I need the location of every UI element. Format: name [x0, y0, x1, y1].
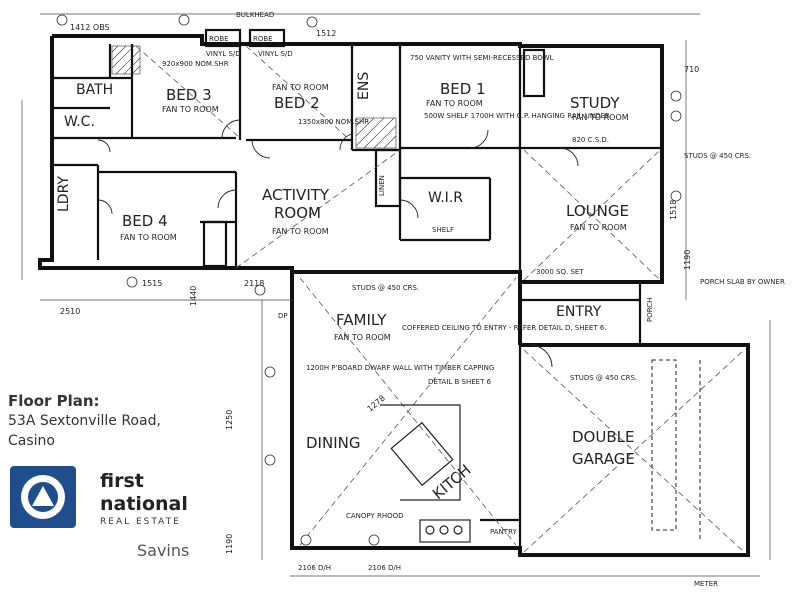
dim-dp: DP	[278, 312, 288, 320]
room-bed2: BED 2	[274, 94, 320, 112]
plan-notes: BULKHEAD ROBE ROBE 920x900 NOM.SHR 1350x…	[162, 11, 785, 588]
room-ldry: LDRY	[56, 176, 72, 212]
fan-label-bed2: FAN TO ROOM	[272, 83, 329, 92]
fan-label-family: FAN TO ROOM	[334, 333, 391, 342]
dim-2106-a: 2106 D/H	[298, 564, 331, 572]
kitchen-bench	[380, 404, 471, 543]
note-linen: LINEN	[378, 175, 386, 196]
fan-labels: FAN TO ROOM FAN TO ROOM FAN TO ROOM FAN …	[120, 83, 629, 342]
room-dining: DINING	[306, 434, 360, 452]
dim-2118: 2118	[244, 279, 264, 288]
room-activity-line1: ACTIVITY	[262, 186, 330, 204]
fan-label-lounge: FAN TO ROOM	[570, 223, 627, 232]
note-vinyl-1: VINYL S/D	[206, 50, 241, 58]
door-swings	[97, 119, 579, 368]
note-meter: METER	[694, 580, 718, 588]
dim-2106-b: 2106 D/H	[368, 564, 401, 572]
note-sq-set: 3000 SQ. SET	[536, 268, 584, 276]
note-studs-1: STUDS @ 450 CRS.	[684, 152, 751, 160]
dimension-lines	[21, 13, 771, 577]
room-bed1: BED 1	[440, 80, 486, 98]
agency-name: Savins	[137, 541, 190, 560]
room-bed3: BED 3	[166, 86, 212, 104]
grid-markers	[56, 14, 682, 546]
dim-1512: 1512	[316, 29, 336, 38]
room-labels: BATH W.C. LDRY BED 3 BED 2 ENS BED 1 STU…	[56, 72, 654, 536]
fan-label-bed4: FAN TO ROOM	[120, 233, 177, 242]
note-detail-b: DETAIL B SHEET 6	[428, 378, 492, 386]
room-wir: W.I.R	[428, 190, 463, 206]
note-studs-3: STUDS @ 450 CRS.	[570, 374, 637, 382]
dim-1190-left: 1190	[225, 534, 234, 554]
note-robe-2: ROBE	[253, 35, 273, 43]
note-nom-shr-1: 920x900 NOM.SHR	[162, 60, 229, 68]
note-vinyl-2: VINYL S/D	[258, 50, 293, 58]
room-pantry: PANTRY	[490, 528, 517, 536]
dim-1515: 1515	[142, 279, 162, 288]
room-bath: BATH	[76, 82, 113, 98]
internal-walls	[52, 28, 740, 548]
note-vanity: 750 VANITY WITH SEMI-RECESSED BOWL	[410, 54, 554, 62]
brand-tagline: REAL ESTATE	[100, 517, 181, 527]
address-line-2: Casino	[8, 433, 55, 449]
note-csd: 820 C.S.D.	[572, 136, 609, 144]
dim-1412: 1412 OBS	[70, 23, 110, 32]
note-nom-shr-2: 1350x800 NOM.SHR	[298, 118, 369, 126]
dim-1518: 1518	[669, 200, 678, 220]
room-entry: ENTRY	[556, 304, 602, 320]
note-dwarf: 1200H P'BOARD DWARF WALL WITH TIMBER CAP…	[306, 364, 494, 372]
address-line-1: 53A Sextonville Road,	[8, 413, 161, 429]
dim-1250: 1250	[225, 410, 234, 430]
room-family: FAMILY	[336, 311, 387, 329]
brand-logo	[10, 466, 76, 528]
dim-2510: 2510	[60, 307, 80, 316]
ceiling-diagonals	[135, 45, 745, 553]
floor-plan-title: Floor Plan:	[8, 392, 100, 410]
fan-label-activity: FAN TO ROOM	[272, 227, 329, 236]
fan-label-study: FAN TO ROOM	[572, 113, 629, 122]
dim-710: 710	[684, 65, 699, 74]
brand-name-line1: first	[100, 470, 144, 492]
dim-1190-right: 1190	[683, 250, 692, 270]
garage-door-note	[651, 359, 701, 540]
logo-mark-icon	[21, 475, 65, 519]
room-lounge: LOUNGE	[566, 202, 629, 220]
room-ens: ENS	[356, 72, 372, 100]
note-canopy: CANOPY RHOOD	[346, 512, 404, 520]
note-bulkhead: BULKHEAD	[236, 11, 274, 19]
room-activity-line2: ROOM	[274, 204, 321, 222]
fan-label-bed1: FAN TO ROOM	[426, 99, 483, 108]
room-garage-line2: GARAGE	[572, 450, 635, 468]
shower-hatch	[111, 45, 397, 149]
note-shelf-wir: SHELF	[432, 226, 454, 234]
room-garage-line1: DOUBLE	[572, 428, 634, 446]
note-studs-2: STUDS @ 450 CRS.	[352, 284, 419, 292]
note-robe-1: ROBE	[209, 35, 229, 43]
room-porch: PORCH	[646, 298, 654, 322]
room-wc: W.C.	[64, 114, 95, 130]
brand-name-line2: national	[100, 493, 188, 515]
room-study: STUDY	[570, 94, 620, 112]
note-porch-slab: PORCH SLAB BY OWNER	[700, 278, 785, 286]
room-bed4: BED 4	[122, 212, 168, 230]
dim-1440: 1440	[189, 286, 198, 306]
fan-label-bed3: FAN TO ROOM	[162, 105, 219, 114]
property-address: 53A Sextonville Road, Casino	[8, 411, 208, 451]
note-coffered: COFFERED CEILING TO ENTRY - REFER DETAIL…	[402, 324, 607, 332]
note-shelf: 500W SHELF 1700H WITH C.P. HANGING RAIL …	[424, 112, 610, 120]
